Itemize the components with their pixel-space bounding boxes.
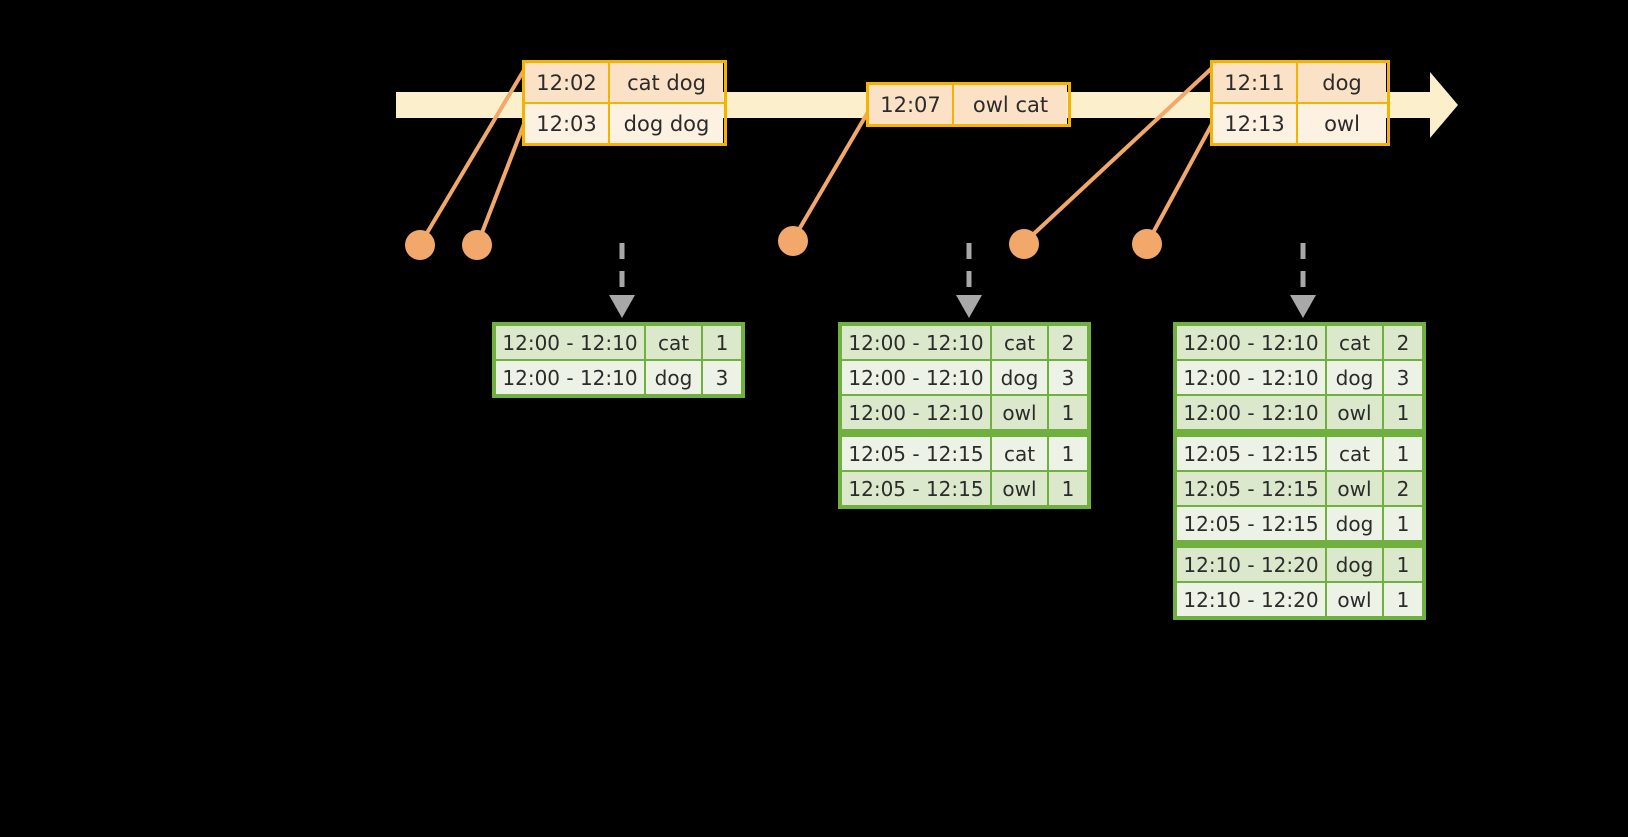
table-row: 12:05 - 12:15 owl 2 — [1177, 472, 1422, 505]
table-row: 12:00 - 12:10 dog 3 — [1177, 361, 1422, 394]
table-row: 12:05 - 12:15 owl 1 — [842, 472, 1087, 505]
count-cell: 1 — [1384, 396, 1422, 429]
table-row: 12:00 - 12:10 dog 3 — [496, 361, 741, 394]
count-cell: 1 — [1049, 437, 1087, 470]
window-cell: 12:05 - 12:15 — [1177, 472, 1325, 505]
event-dot — [462, 230, 492, 260]
event-time: 12:03 — [525, 104, 610, 143]
table-row: 12:00 - 12:10 owl 1 — [842, 396, 1087, 429]
key-cell: dog — [1327, 548, 1382, 581]
count-cell: 1 — [1384, 437, 1422, 470]
window-cell: 12:10 - 12:20 — [1177, 583, 1325, 616]
table-row: 12:10 - 12:20 dog 1 — [1177, 548, 1422, 581]
window-cell: 12:00 - 12:10 — [1177, 396, 1325, 429]
key-cell: cat — [992, 437, 1047, 470]
window-cell: 12:00 - 12:10 — [842, 361, 990, 394]
aggregate-table-1: 12:00 - 12:10 cat 1 12:00 - 12:10 dog 3 — [492, 322, 745, 398]
key-cell: dog — [1327, 361, 1382, 394]
event-words: dog dog — [610, 104, 723, 143]
key-cell: cat — [1327, 437, 1382, 470]
emit-arrow — [609, 243, 635, 318]
event-row: 12:11 dog — [1213, 63, 1387, 102]
group-separator — [1177, 431, 1422, 435]
event-words: owl — [1298, 104, 1386, 143]
event-dot — [405, 230, 435, 260]
window-cell: 12:05 - 12:15 — [842, 437, 990, 470]
table-row: 12:10 - 12:20 owl 1 — [1177, 583, 1422, 616]
event-time: 12:07 — [869, 85, 954, 124]
table-row: 12:05 - 12:15 cat 1 — [842, 437, 1087, 470]
window-cell: 12:05 - 12:15 — [842, 472, 990, 505]
key-cell: dog — [1327, 507, 1382, 540]
emit-arrow — [1290, 243, 1316, 318]
key-cell: owl — [992, 396, 1047, 429]
event-dot — [1132, 229, 1162, 259]
table-row: 12:00 - 12:10 cat 1 — [496, 326, 741, 359]
window-cell: 12:00 - 12:10 — [496, 361, 644, 394]
count-cell: 2 — [1049, 326, 1087, 359]
count-cell: 2 — [1384, 472, 1422, 505]
event-time: 12:13 — [1213, 104, 1298, 143]
table-row: 12:00 - 12:10 owl 1 — [1177, 396, 1422, 429]
window-cell: 12:00 - 12:10 — [842, 326, 990, 359]
event-dot — [778, 226, 808, 256]
key-cell: owl — [992, 472, 1047, 505]
window-cell: 12:00 - 12:10 — [842, 396, 990, 429]
group-separator — [842, 431, 1087, 435]
count-cell: 3 — [1384, 361, 1422, 394]
count-cell: 1 — [703, 326, 741, 359]
event-dots — [405, 226, 1162, 260]
table-row: 12:00 - 12:10 cat 2 — [1177, 326, 1422, 359]
count-cell: 3 — [703, 361, 741, 394]
window-cell: 12:05 - 12:15 — [1177, 507, 1325, 540]
window-cell: 12:10 - 12:20 — [1177, 548, 1325, 581]
table-row: 12:05 - 12:15 dog 1 — [1177, 507, 1422, 540]
key-cell: owl — [1327, 396, 1382, 429]
event-group-1: 12:02 cat dog 12:03 dog dog — [522, 60, 727, 146]
event-time: 12:02 — [525, 63, 610, 102]
event-dot — [1009, 229, 1039, 259]
count-cell: 1 — [1049, 472, 1087, 505]
key-cell: cat — [992, 326, 1047, 359]
key-cell: dog — [992, 361, 1047, 394]
window-cell: 12:00 - 12:10 — [1177, 326, 1325, 359]
count-cell: 1 — [1384, 583, 1422, 616]
key-cell: owl — [1327, 472, 1382, 505]
emit-arrow — [956, 243, 982, 318]
event-row: 12:03 dog dog — [525, 102, 724, 143]
event-words: owl cat — [954, 85, 1067, 124]
key-cell: owl — [1327, 583, 1382, 616]
emit-arrows — [609, 243, 1316, 318]
event-time: 12:11 — [1213, 63, 1298, 102]
event-words: dog — [1298, 63, 1386, 102]
table-row: 12:00 - 12:10 dog 3 — [842, 361, 1087, 394]
aggregate-table-3: 12:00 - 12:10 cat 2 12:00 - 12:10 dog 3 … — [1173, 322, 1426, 620]
count-cell: 1 — [1049, 396, 1087, 429]
count-cell: 1 — [1384, 548, 1422, 581]
event-row: 12:07 owl cat — [869, 85, 1068, 124]
event-row: 12:13 owl — [1213, 102, 1387, 143]
key-cell: cat — [1327, 326, 1382, 359]
event-words: cat dog — [610, 63, 723, 102]
event-row: 12:02 cat dog — [525, 63, 724, 102]
table-row: 12:00 - 12:10 cat 2 — [842, 326, 1087, 359]
window-cell: 12:00 - 12:10 — [496, 326, 644, 359]
group-separator — [1177, 542, 1422, 546]
key-cell: dog — [646, 361, 701, 394]
count-cell: 3 — [1049, 361, 1087, 394]
table-row: 12:05 - 12:15 cat 1 — [1177, 437, 1422, 470]
count-cell: 2 — [1384, 326, 1422, 359]
aggregate-table-2: 12:00 - 12:10 cat 2 12:00 - 12:10 dog 3 … — [838, 322, 1091, 509]
window-cell: 12:00 - 12:10 — [1177, 361, 1325, 394]
count-cell: 1 — [1384, 507, 1422, 540]
event-group-3: 12:11 dog 12:13 owl — [1210, 60, 1390, 146]
event-group-2: 12:07 owl cat — [866, 82, 1071, 127]
window-cell: 12:05 - 12:15 — [1177, 437, 1325, 470]
key-cell: cat — [646, 326, 701, 359]
